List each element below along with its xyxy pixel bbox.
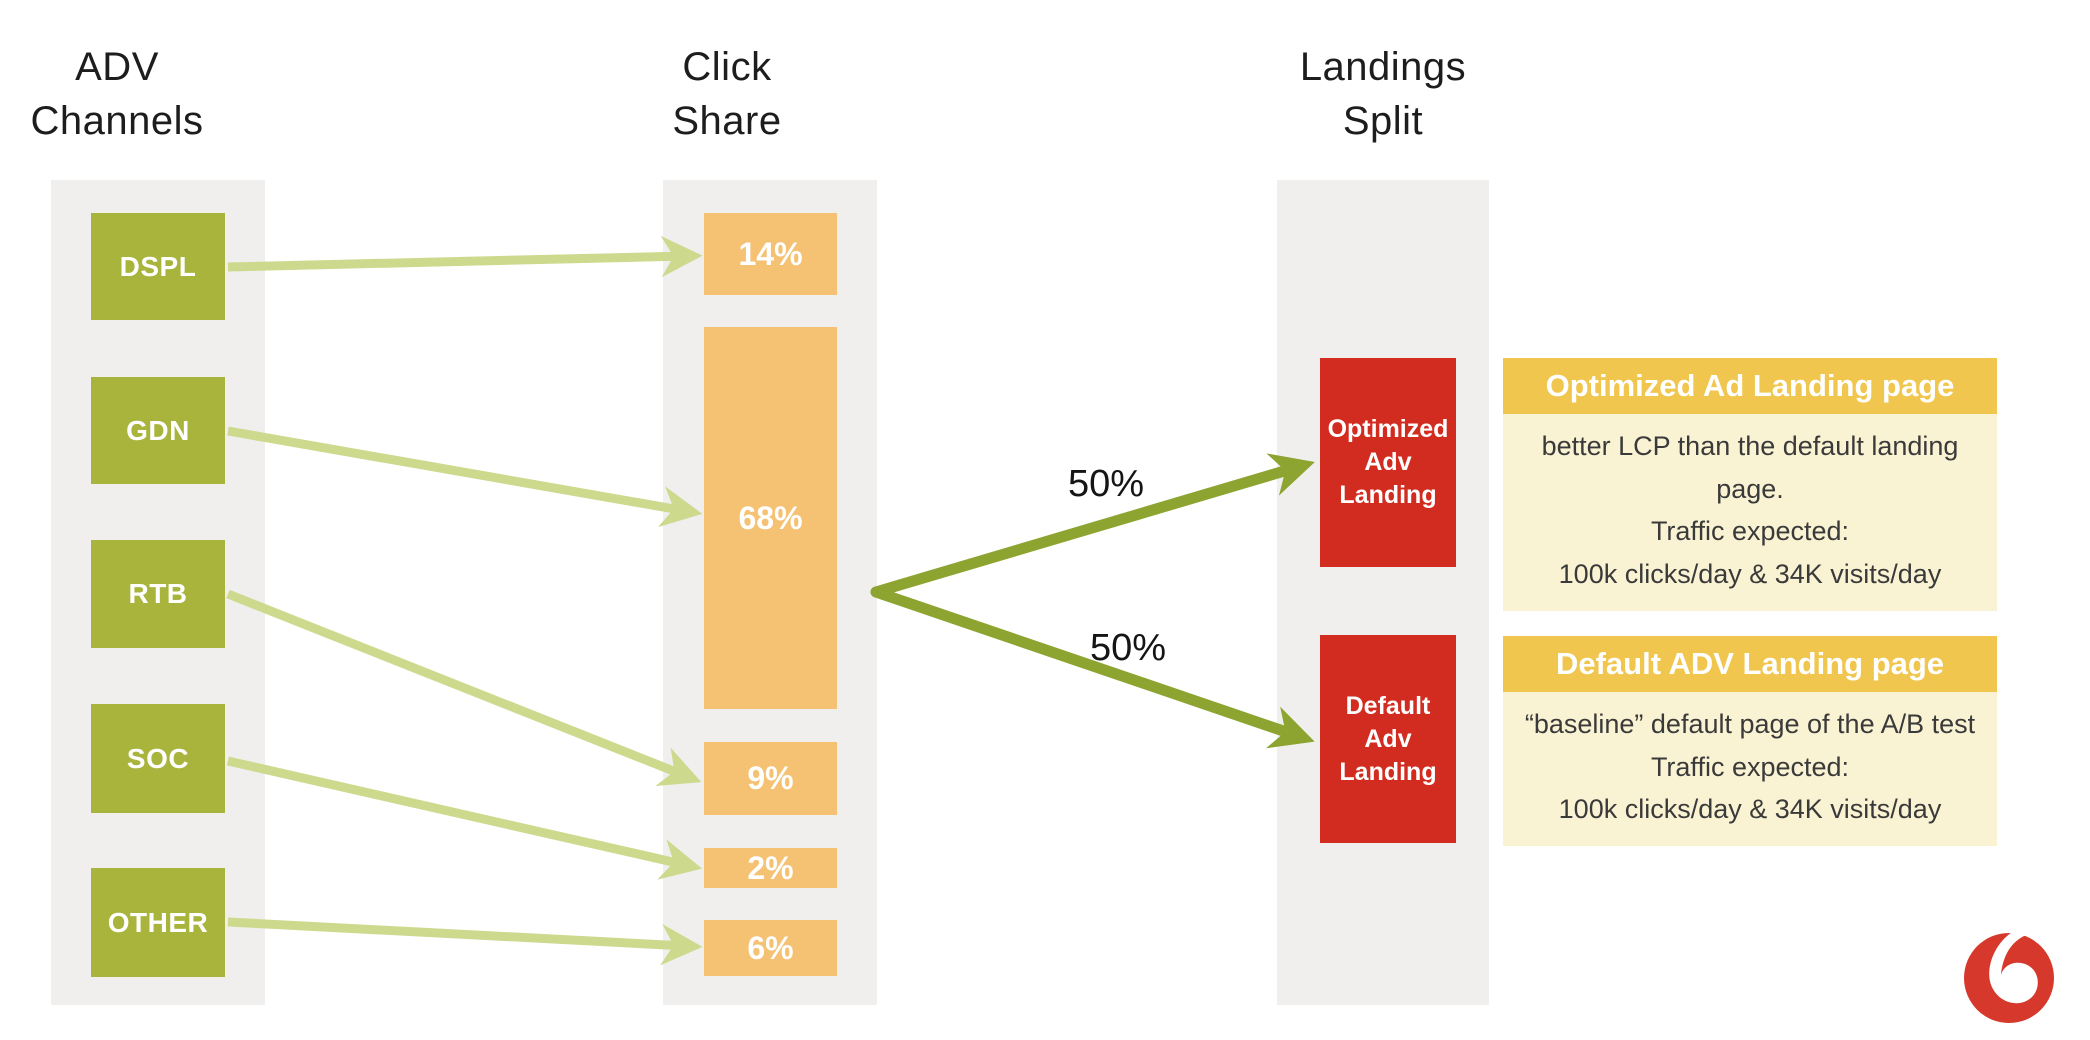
- card-optimized-title: Optimized Ad Landing page: [1503, 358, 1997, 414]
- flow-arrow-gdn-68: [227, 426, 703, 528]
- share-box-68: 68%: [704, 327, 837, 709]
- channel-box-gdn: GDN: [91, 377, 225, 484]
- flow-arrow-other-6: [227, 917, 703, 966]
- card-default-title: Default ADV Landing page: [1503, 636, 1997, 692]
- landing-box-optimized: Optimized Adv Landing: [1320, 358, 1456, 567]
- card-optimized-body: better LCP than the default landing page…: [1503, 414, 1997, 611]
- flow-arrow-rtb-9: [226, 589, 702, 787]
- flow-arrow-dspl-14: [227, 235, 703, 278]
- share-box-2: 2%: [704, 848, 837, 888]
- split-arrow-bottom: [870, 586, 1315, 749]
- card-default-landing: Default ADV Landing page “baseline” defa…: [1503, 636, 1997, 846]
- split-percent-bottom: 50%: [1089, 627, 1167, 669]
- split-percent-top: 50%: [1067, 463, 1145, 505]
- column-header-click-share: Click Share: [672, 45, 782, 143]
- landing-box-default: Default Adv Landing: [1320, 635, 1456, 843]
- share-box-9: 9%: [704, 742, 837, 815]
- channel-box-rtb: RTB: [91, 540, 225, 648]
- column-header-landings-split: Landings Split: [1299, 45, 1467, 143]
- card-default-body: “baseline” default page of the A/B test …: [1503, 692, 1997, 846]
- vodafone-logo-icon: [1964, 933, 2054, 1023]
- share-box-6: 6%: [704, 920, 837, 976]
- share-box-14: 14%: [704, 213, 837, 295]
- panel-landings-split: [1277, 180, 1489, 1005]
- flow-arrow-soc-2: [227, 756, 703, 880]
- channel-box-dspl: DSPL: [91, 213, 225, 320]
- channel-box-soc: SOC: [91, 704, 225, 813]
- column-header-adv-channels: ADV Channels: [30, 45, 204, 143]
- card-optimized-landing: Optimized Ad Landing page better LCP tha…: [1503, 358, 1997, 611]
- channel-box-other: OTHER: [91, 868, 225, 977]
